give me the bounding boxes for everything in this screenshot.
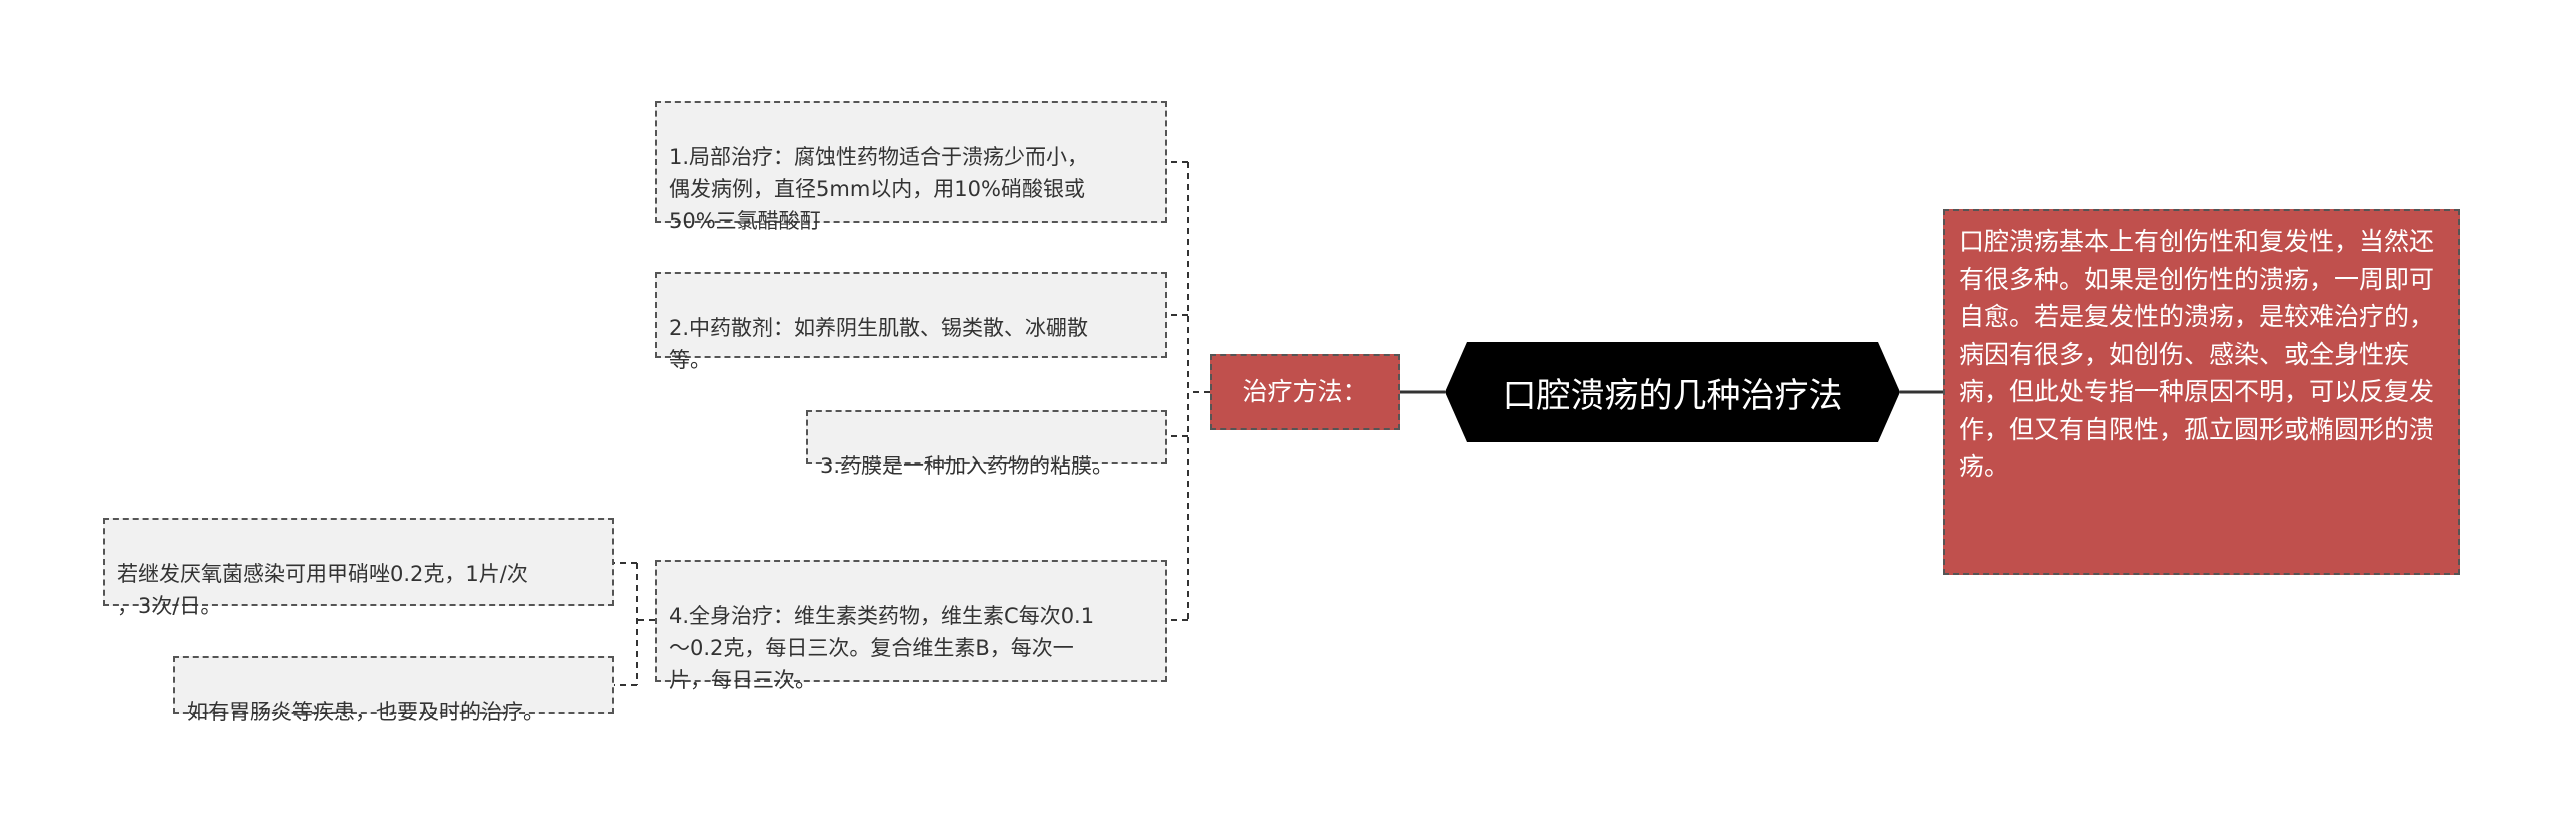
leaf-text: 若继发厌氧菌感染可用甲硝唑0.2克，1片/次 ，3次/日。 bbox=[117, 562, 528, 618]
branch-treatment-methods[interactable]: 治疗方法： bbox=[1210, 354, 1400, 430]
leaf-text: 3.药膜是一种加入药物的粘膜。 bbox=[820, 454, 1114, 478]
leaf-local-treatment[interactable]: 1.局部治疗：腐蚀性药物适合于溃疡少而小， 偶发病例，直径5mm以内，用10%硝… bbox=[655, 101, 1167, 233]
central-topic[interactable]: 口腔溃疡的几种治疗法 bbox=[1445, 342, 1900, 442]
description-node[interactable]: 口腔溃疡基本上有创伤性和复发性，当然还有很多种。如果是创伤性的溃疡，一周即可自愈… bbox=[1943, 209, 2460, 575]
leaf-systemic-treatment[interactable]: 4.全身治疗：维生素类药物，维生素C每次0.1 ～0.2克，每日三次。复合维生素… bbox=[655, 560, 1167, 692]
leaf-text: 2.中药散剂：如养阴生肌散、锡类散、冰硼散 等。 bbox=[669, 316, 1089, 372]
leaf4-to-children-connector bbox=[614, 562, 655, 686]
description-text: 口腔溃疡基本上有创伤性和复发性，当然还有很多种。如果是创伤性的溃疡，一周即可自愈… bbox=[1959, 227, 2435, 481]
leaf-text: 1.局部治疗：腐蚀性药物适合于溃疡少而小， 偶发病例，直径5mm以内，用10%硝… bbox=[669, 145, 1089, 233]
central-topic-shape bbox=[1445, 342, 1900, 442]
leaf-text: 4.全身治疗：维生素类药物，维生素C每次0.1 ～0.2克，每日三次。复合维生素… bbox=[669, 604, 1095, 692]
leaf-herbal-powder[interactable]: 2.中药散剂：如养阴生肌散、锡类散、冰硼散 等。 bbox=[655, 272, 1167, 372]
central-topic-label: 口腔溃疡的几种治疗法 bbox=[1502, 375, 1843, 416]
leaf-text: 如有胃肠炎等疾患，也要及时的治疗。 bbox=[187, 700, 544, 724]
leaf-medicated-film[interactable]: 3.药膜是一种加入药物的粘膜。 bbox=[806, 410, 1167, 478]
leaf-gastroenteritis[interactable]: 如有胃肠炎等疾患，也要及时的治疗。 bbox=[173, 656, 614, 724]
branch-to-leaves-connector bbox=[1167, 161, 1210, 621]
branch-label: 治疗方法： bbox=[1242, 377, 1368, 406]
leaf-anaerobic-infection[interactable]: 若继发厌氧菌感染可用甲硝唑0.2克，1片/次 ，3次/日。 bbox=[103, 518, 614, 618]
